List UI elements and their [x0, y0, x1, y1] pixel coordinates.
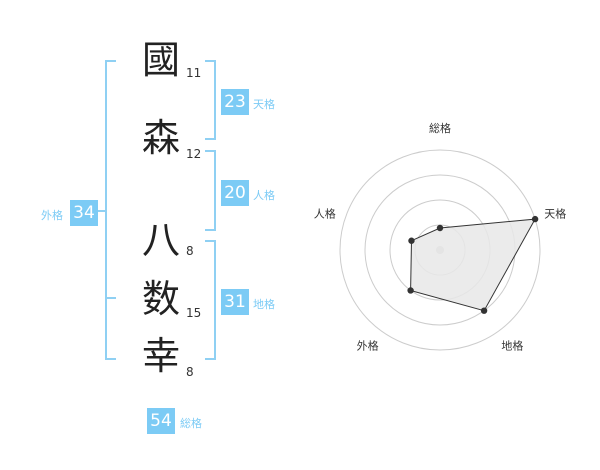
tenkaku-value-badge: 23	[221, 89, 249, 115]
stroke-count-4: 15	[186, 306, 202, 320]
radar-point-2	[531, 215, 539, 223]
stroke-count-1: 11	[186, 66, 202, 80]
radar-axis-label-3: 地格	[501, 338, 523, 352]
jinkaku-value-badge: 20	[221, 180, 249, 206]
gaikaku-label: 外格	[41, 209, 63, 222]
stroke-count-2: 12	[186, 147, 202, 161]
gaikaku-bracket-tick	[97, 210, 107, 212]
tenkaku-bracket	[205, 60, 216, 140]
radar-axis-label-1: 総格	[429, 121, 451, 135]
chikaku-bracket	[205, 240, 216, 360]
radar-ring-4	[339, 149, 541, 351]
tenkaku-label: 天格	[253, 98, 275, 111]
name-char-5: 幸	[141, 334, 180, 378]
name-char-2: 森	[141, 116, 180, 160]
stroke-count-5: 8	[186, 365, 194, 379]
name-char-1: 國	[141, 38, 180, 82]
radar-axis-label-4: 外格	[357, 338, 379, 352]
jinkaku-label: 人格	[253, 189, 275, 202]
radar-point-4	[407, 287, 414, 294]
chikaku-value-badge: 31	[221, 289, 249, 315]
radar-point-5	[408, 237, 415, 244]
gaikaku-bracket-join	[105, 297, 116, 299]
name-char-4: 数	[141, 277, 180, 321]
soukaku-value-badge: 54	[147, 408, 175, 434]
chikaku-label: 地格	[253, 298, 275, 311]
jinkaku-bracket	[205, 150, 216, 231]
name-char-3: 八	[141, 218, 180, 262]
gaikaku-value-badge: 34	[70, 200, 98, 226]
radar-axis-label-5: 人格	[314, 207, 336, 221]
stroke-count-3: 8	[186, 244, 194, 258]
radar-point-3	[480, 307, 488, 314]
radar-axis-label-2: 天格	[544, 207, 566, 221]
radar-point-1	[436, 224, 444, 232]
radar-value-polygon	[410, 218, 536, 312]
soukaku-label: 総格	[180, 417, 202, 430]
